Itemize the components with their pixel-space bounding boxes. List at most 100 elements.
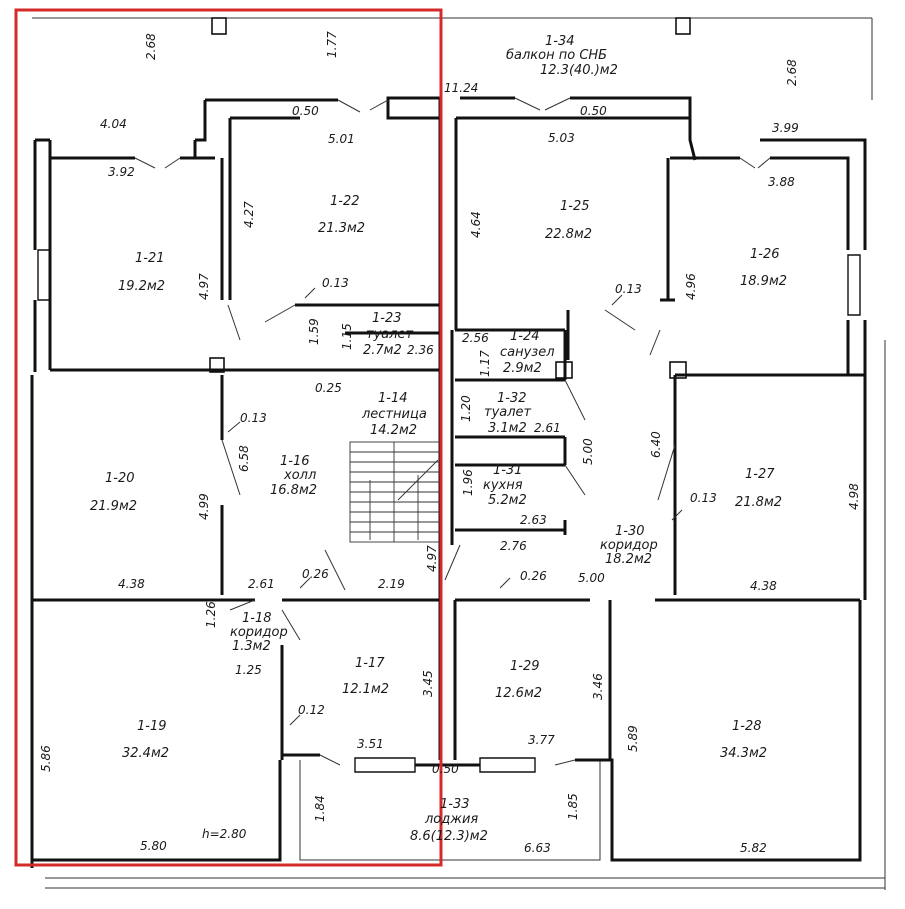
- room-area: 32.4м2: [122, 746, 169, 761]
- dimension-label: 1.59: [307, 318, 321, 345]
- room-area: 12.6м2: [495, 686, 542, 701]
- room-area: 5.2м2: [488, 493, 527, 508]
- room-name: санузел: [500, 345, 555, 360]
- dimension-label: 0.50: [292, 104, 319, 118]
- room-area: 21.9м2: [90, 499, 137, 514]
- dimension-label: 0.50: [580, 104, 607, 118]
- room-area: 2.7м2: [363, 343, 402, 358]
- dimension-label: 0.50: [432, 762, 459, 776]
- room-area: 3.1м2: [488, 421, 527, 436]
- room-name: холл: [283, 468, 316, 483]
- dimension-label: 4.04: [100, 117, 127, 131]
- dimension-label: 3.77: [528, 733, 555, 747]
- room-number: 1-32: [497, 391, 527, 406]
- room-number: 1-20: [105, 471, 135, 486]
- room-number: 1-19: [137, 719, 167, 734]
- room-area: 22.8м2: [545, 227, 592, 242]
- room-area: 18.9м2: [740, 274, 787, 289]
- dimension-label: 2.61: [534, 421, 561, 435]
- dimension-label: 3.46: [591, 673, 605, 700]
- stair-flight: [349, 441, 441, 543]
- dimension-label: 1.20: [459, 395, 473, 422]
- room-labels: 1-21 19.2м2 1-22 21.3м2 1-25 22.8м2 1-26…: [90, 34, 787, 844]
- dimension-label: 1.96: [461, 469, 475, 496]
- dimension-label: 3.92: [108, 165, 135, 179]
- dimension-label: 2.63: [520, 513, 547, 527]
- room-name: коридор: [600, 538, 658, 553]
- room-area: 2.9м2: [503, 361, 542, 376]
- dimension-label: 5.00: [578, 571, 605, 585]
- dimension-label: 11.24: [444, 81, 478, 95]
- dimension-label: 1.26: [204, 601, 218, 628]
- room-area: 21.8м2: [735, 495, 782, 510]
- dimension-label: 3.99: [772, 121, 799, 135]
- dimension-label: 3.88: [768, 175, 795, 189]
- dimension-label: 2.36: [407, 343, 434, 357]
- dimension-label: 6.63: [524, 841, 551, 855]
- dimension-label: 6.58: [237, 445, 251, 472]
- room-area: 21.3м2: [318, 221, 365, 236]
- room-area: 12.3(40.)м2: [540, 63, 618, 78]
- room-area: 18.2м2: [605, 552, 652, 567]
- dimension-label: 2.68: [144, 33, 158, 60]
- dimension-label: 2.19: [378, 577, 405, 591]
- dimension-label: 5.03: [548, 131, 575, 145]
- room-name: лоджия: [424, 812, 478, 827]
- room-number: 1-21: [135, 251, 165, 266]
- room-area: 8.6(12.3)м2: [410, 829, 488, 844]
- dimension-label: 1.25: [235, 663, 262, 677]
- dimension-label: 0.26: [520, 569, 547, 583]
- room-name: кухня: [483, 478, 523, 493]
- room-number: 1-22: [330, 194, 360, 209]
- dimension-label: 5.82: [740, 841, 767, 855]
- dimension-label: 0.12: [298, 703, 325, 717]
- dimension-label: 2.61: [248, 577, 275, 591]
- room-number: 1-30: [615, 524, 645, 539]
- room-area: 34.3м2: [720, 746, 767, 761]
- room-area: 14.2м2: [370, 423, 417, 438]
- room-number: 1-27: [745, 467, 775, 482]
- dimension-label: 1.77: [325, 31, 339, 58]
- room-name: коридор: [230, 625, 288, 640]
- ceiling-height: h=2.80: [202, 827, 247, 841]
- dimension-label: 1.17: [478, 350, 492, 377]
- perimeter-lines: [32, 17, 886, 890]
- dimension-label: 4.38: [750, 579, 777, 593]
- room-number: 1-23: [372, 311, 402, 326]
- dimension-label: 0.25: [315, 381, 342, 395]
- dimension-label: 5.80: [140, 839, 167, 853]
- dimension-label: 4.38: [118, 577, 145, 591]
- dimension-labels: 2.68 1.77 11.24 2.68 0.50 0.50 4.04 5.01…: [39, 31, 861, 855]
- room-name: лестница: [361, 407, 427, 422]
- door-swings: [134, 97, 771, 766]
- room-number: 1-18: [242, 611, 272, 626]
- dimension-label: 4.97: [425, 545, 439, 572]
- dimension-label: 1.15: [340, 323, 354, 350]
- dimension-label: 4.64: [469, 211, 483, 238]
- room-number: 1-16: [280, 454, 310, 469]
- dimension-label: 0.13: [690, 491, 717, 505]
- dimension-label: 3.51: [357, 737, 384, 751]
- dimension-label: 0.13: [240, 411, 267, 425]
- highlight-frame: [14, 8, 443, 867]
- dimension-label: 4.98: [847, 483, 861, 510]
- dimension-label: 2.56: [462, 331, 489, 345]
- room-number: 1-33: [440, 797, 470, 812]
- room-name: балкон по СНБ: [506, 48, 607, 63]
- dimension-label: 5.89: [626, 725, 640, 752]
- dimension-label: 4.96: [684, 273, 698, 300]
- room-number: 1-28: [732, 719, 762, 734]
- room-area: 16.8м2: [270, 483, 317, 498]
- dimension-label: 2.76: [500, 539, 527, 553]
- room-area: 1.3м2: [232, 639, 271, 654]
- dimension-label: 2.68: [785, 59, 799, 86]
- columns: [209, 17, 691, 379]
- dimension-label: 5.01: [328, 132, 355, 146]
- dimension-label: 5.00: [581, 438, 595, 465]
- room-area: 19.2м2: [118, 279, 165, 294]
- room-number: 1-17: [355, 656, 385, 671]
- room-number: 1-31: [493, 463, 523, 478]
- room-number: 1-34: [545, 34, 575, 49]
- room-name: туалет: [366, 327, 414, 342]
